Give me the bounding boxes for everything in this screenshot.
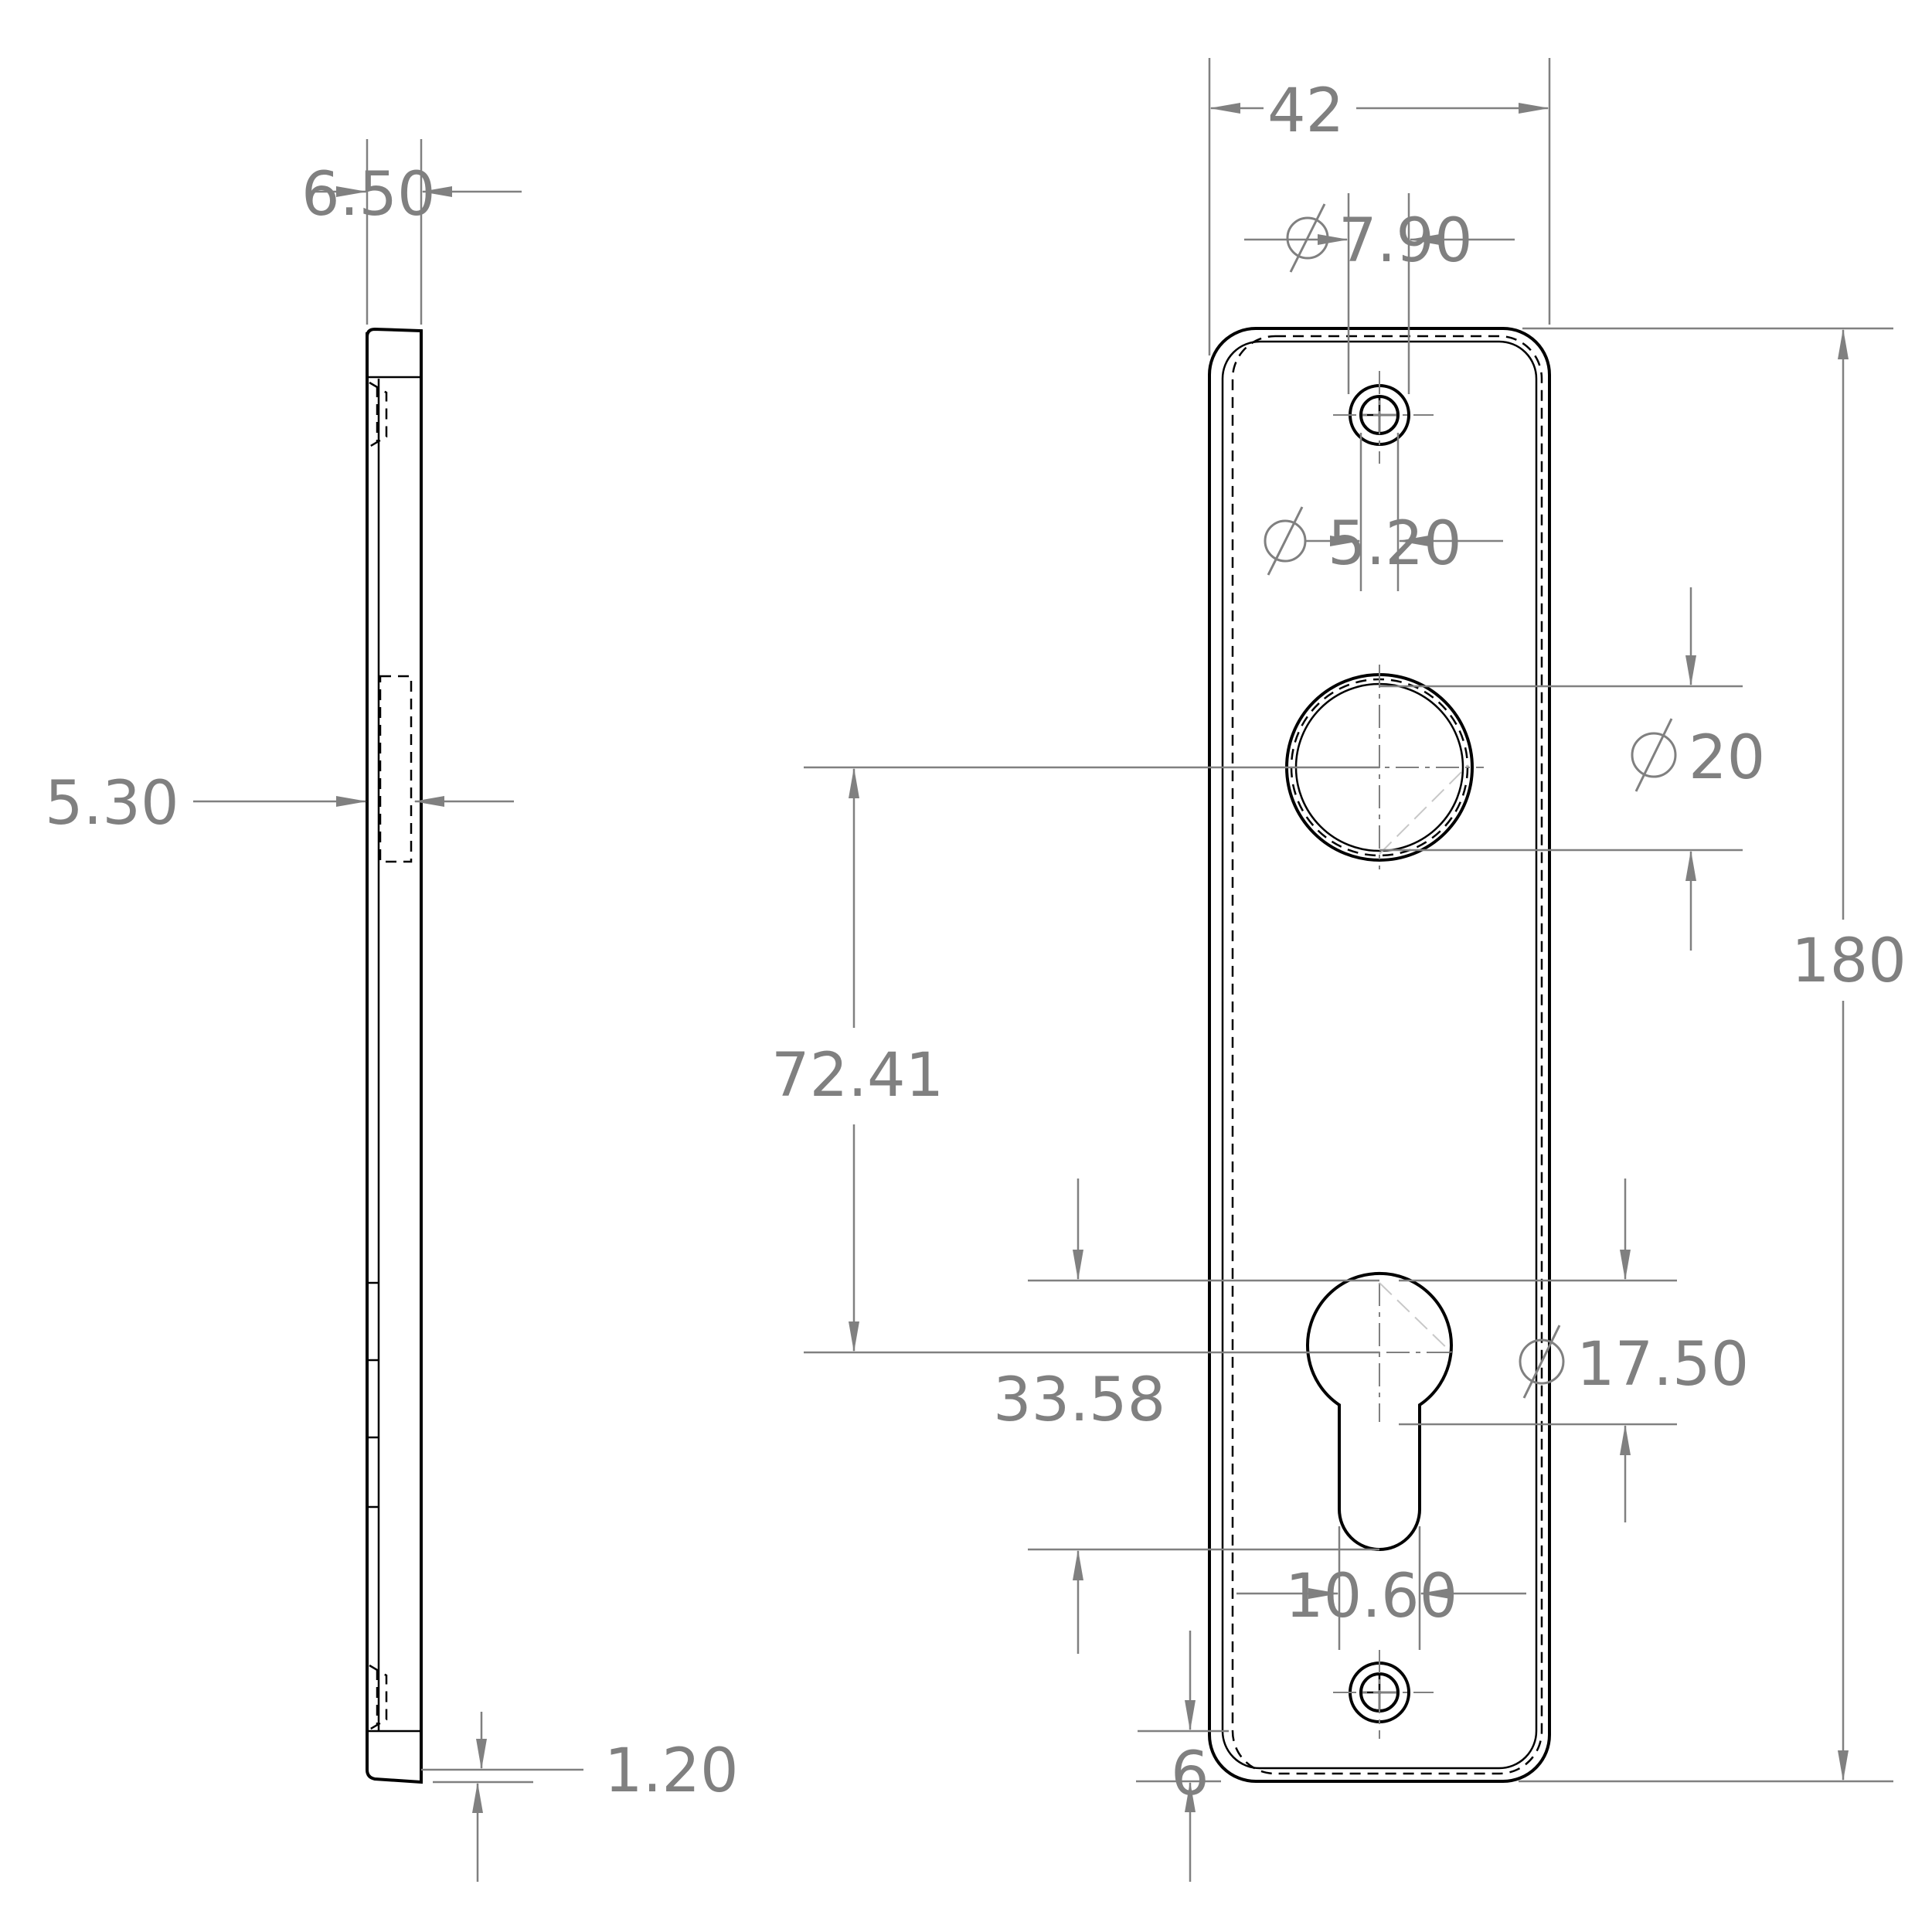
dim-slot-width-label: 10.60 <box>1285 1562 1458 1631</box>
dim-spindle-hole-label: 20 <box>1689 723 1765 793</box>
dim-spindle-to-cylinder: 72.41 <box>771 766 1379 1354</box>
dim-height: 180 <box>1519 327 1906 1783</box>
side-view: 6.50 5.30 1.20 <box>45 139 739 1882</box>
dim-recess-depth: 5.30 <box>45 769 514 838</box>
dim-height-label: 180 <box>1791 927 1906 996</box>
dim-edge-step: 1.20 <box>421 1712 739 1882</box>
dim-screw-head-label: 7.90 <box>1338 206 1473 276</box>
dim-overall-thickness-label: 6.50 <box>301 160 436 230</box>
dim-screw-hole: 5.20 <box>1264 433 1503 591</box>
side-view-hidden-features <box>369 381 413 1731</box>
dim-spindle-to-cylinder-label: 72.41 <box>771 1041 944 1111</box>
dim-cylinder-height: 33.58 <box>993 1179 1379 1654</box>
dim-overall-thickness: 6.50 <box>301 139 522 325</box>
dim-cylinder-round-label: 17.50 <box>1577 1330 1749 1400</box>
dim-slot-width: 10.60 <box>1236 1526 1526 1650</box>
dim-spindle-hole: 20 <box>1379 587 1765 951</box>
dim-cylinder-height-label: 33.58 <box>993 1366 1165 1435</box>
dim-screw-hole-label: 5.20 <box>1328 509 1462 579</box>
front-view: 42 7.90 5.20 <box>771 58 1906 1882</box>
top-screw-hole <box>1333 371 1434 464</box>
dim-bottom-offset: 6 <box>1136 1631 1229 1882</box>
cylinder-hole <box>1306 1271 1453 1551</box>
dim-edge-step-label: 1.20 <box>604 1736 739 1806</box>
side-view-outline <box>366 327 423 1784</box>
dim-cylinder-round: 17.50 <box>1399 1179 1749 1522</box>
dim-screw-head: 7.90 <box>1244 193 1515 394</box>
dim-width-label: 42 <box>1267 77 1344 146</box>
bottom-screw-hole <box>1333 1650 1434 1739</box>
plate-outline <box>1208 327 1551 1783</box>
dim-bottom-offset-label: 6 <box>1171 1740 1209 1809</box>
dim-recess-depth-label: 5.30 <box>45 769 179 838</box>
dim-width: 42 <box>1208 58 1551 355</box>
